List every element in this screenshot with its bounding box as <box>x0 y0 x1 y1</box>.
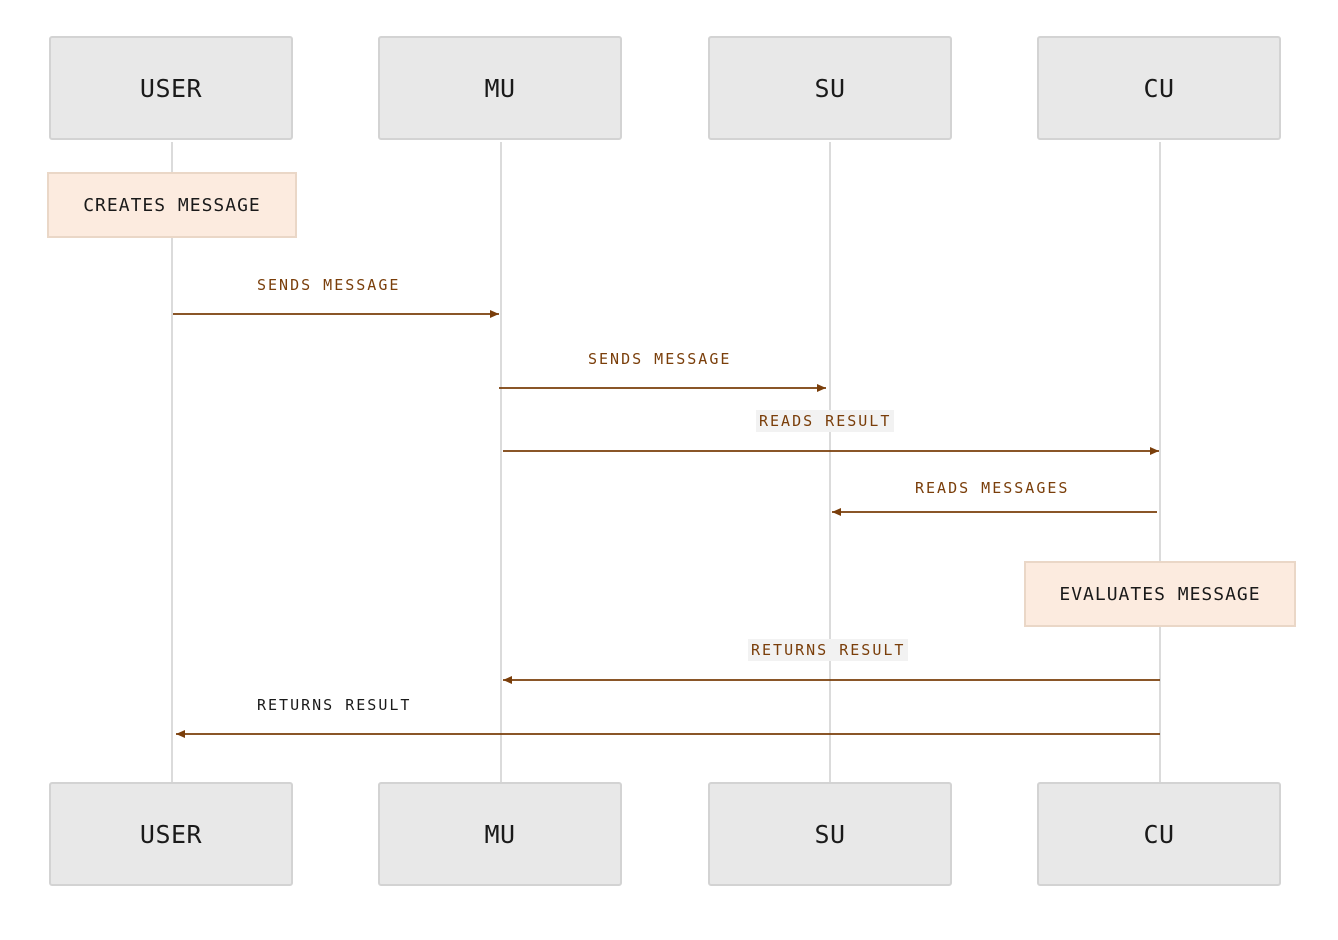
participant-su-top: SU <box>708 36 952 140</box>
note-evaluates-message: EVALUATES MESSAGE <box>1024 561 1296 627</box>
participant-cu-bottom: CU <box>1037 782 1281 886</box>
participant-mu-top: MU <box>378 36 622 140</box>
participant-mu-bottom: MU <box>378 782 622 886</box>
participant-su-bottom: SU <box>708 782 952 886</box>
note-creates-message: CREATES MESSAGE <box>47 172 297 238</box>
message-label-3: READS RESULT <box>756 410 895 432</box>
message-label-4: READS MESSAGES <box>915 479 1070 497</box>
participant-user-bottom: USER <box>49 782 293 886</box>
participant-cu-top: CU <box>1037 36 1281 140</box>
message-label-6: RETURNS RESULT <box>257 696 412 714</box>
message-label-5: RETURNS RESULT <box>748 639 909 661</box>
message-label-1: SENDS MESSAGE <box>257 276 401 294</box>
participant-user-top: USER <box>49 36 293 140</box>
message-label-2: SENDS MESSAGE <box>588 350 732 368</box>
